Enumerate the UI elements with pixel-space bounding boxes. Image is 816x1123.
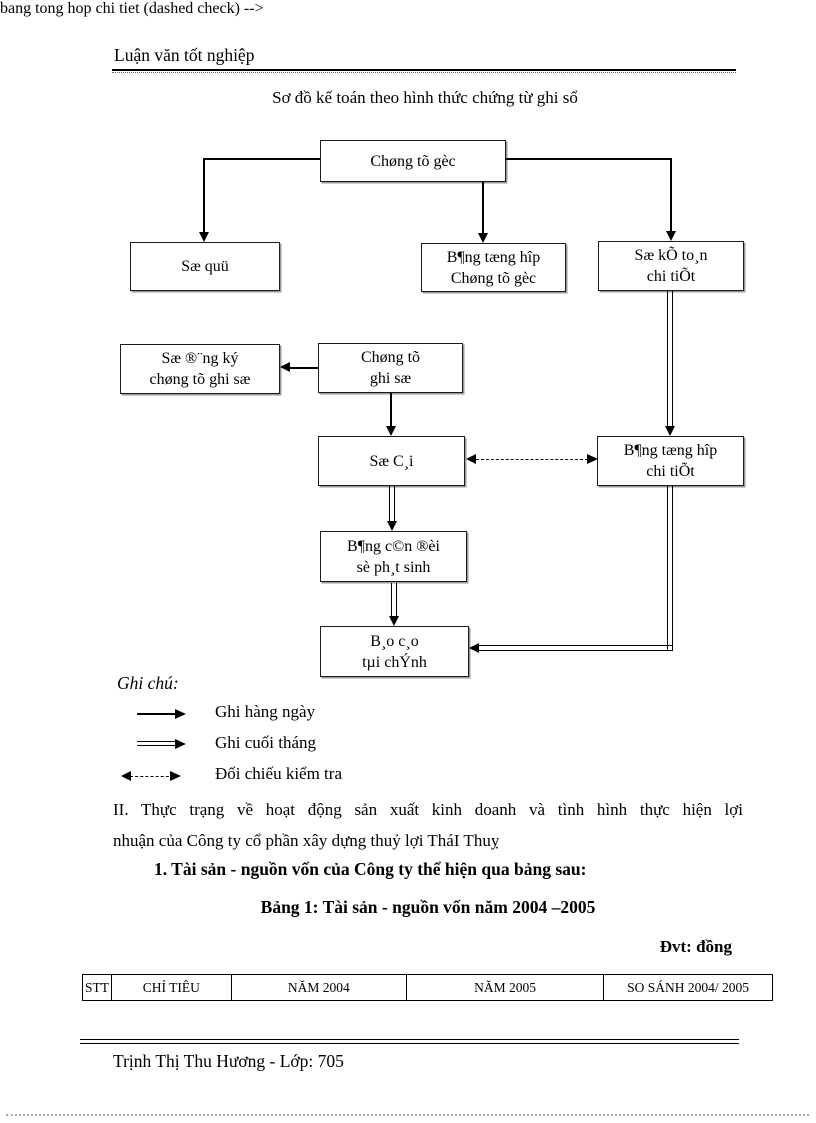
box-label: B¶ng tæng hîp <box>623 442 718 459</box>
table-header-cell-chi-tieu: CHỈ TIÊU <box>111 974 232 1001</box>
legend-item-daily: Ghi hàng ngày <box>215 702 316 721</box>
flowchart-box-bang-can-doi: B¶ng c©n ®èi sè ph¸t sinh <box>320 531 467 582</box>
legend-double-arrow-icon <box>137 741 177 746</box>
box-label: B¶ng c©n ®èi <box>347 537 440 555</box>
arrowhead-right-icon <box>170 771 181 781</box>
unit-note: Đvt: đồng <box>659 937 732 956</box>
arrowhead-right-icon <box>587 454 598 464</box>
box-label: Chøng tõ gèc <box>450 269 537 287</box>
box-label: Sæ kÕ to¸n <box>634 247 708 264</box>
flowchart-box-chung-tu-goc: Chøng tõ gèc <box>320 140 506 182</box>
legend-solid-arrow-icon <box>137 713 177 715</box>
box-label: B¸o c¸o <box>370 632 419 650</box>
table-header-cell-nam-2005: NĂM 2005 <box>406 974 605 1001</box>
arrowhead-down-icon <box>199 232 209 242</box>
arrowhead-down-icon <box>389 616 399 626</box>
flowchart-box-bang-tong-hop-chi-tiet: B¶ng tæng hîp chi tiÕt <box>597 436 744 486</box>
connector-socai-to-bangcandoi-double <box>389 486 395 522</box>
arrowhead-left-icon <box>280 362 290 372</box>
flowchart-box-so-dang-ky: Sæ ®¨ng ký chøng tõ ghi sæ <box>120 344 280 394</box>
legend-item-check: Đối chiếu kiểm tra <box>215 764 342 783</box>
assets-table: STT CHỈ TIÊU NĂM 2004 NĂM 2005 SO SÁNH 2… <box>81 974 773 1001</box>
header-rule <box>112 69 736 73</box>
box-label: Sæ C¸i <box>369 452 414 470</box>
connector-ctgs-to-sodangky <box>290 367 318 369</box>
connector-bangcandoi-to-baocao-double <box>391 583 397 617</box>
connector-ctgs-to-socai <box>390 393 392 427</box>
flowchart-box-chung-tu-ghi-so: Chøng tõ ghi sæ <box>318 343 463 393</box>
box-label: Sæ ®¨ng ký <box>161 350 239 367</box>
diagram-title: Sơ đồ kế toán theo hình thức chứng từ gh… <box>272 88 578 107</box>
page-header-text: Luận văn tốt nghiệp <box>114 45 255 65</box>
flowchart-box-so-ke-toan-chi-tiet: Sæ kÕ to¸n chi tiÕt <box>598 241 744 291</box>
connector-bthct-to-baocao-horizontal-double <box>479 645 673 651</box>
connector-top-to-soketoan-horizontal <box>506 158 672 160</box>
table-header-cell-nam-2004: NĂM 2004 <box>230 974 408 1001</box>
connector-top-to-soquy-horizontal <box>203 158 320 160</box>
box-label: ghi sæ <box>369 370 412 387</box>
arrowhead-left-icon <box>466 454 476 464</box>
section-heading: 1. Tài sản - nguồn vốn của Công ty thể h… <box>154 859 587 879</box>
box-label: chi tiÕt <box>646 463 695 480</box>
connector-top-to-bangtonghop-vertical <box>482 182 484 234</box>
arrowhead-down-icon <box>666 231 676 241</box>
arrowhead-down-icon <box>387 521 397 531</box>
connector-socai-bthct-dashed <box>476 459 588 460</box>
box-label: Chøng tõ <box>360 349 421 366</box>
paragraph-line: II. Thực trạng về hoạt động sản xuất kin… <box>113 800 743 819</box>
arrowhead-left-icon <box>469 643 479 653</box>
box-label: chi tiÕt <box>646 268 696 285</box>
arrowhead-down-icon <box>478 233 488 243</box>
arrowhead-right-icon <box>175 739 186 749</box>
flowchart-box-so-quy: Sæ quü <box>130 242 280 291</box>
legend-title: Ghi chú: <box>117 673 179 693</box>
flowchart-box-bao-cao: B¸o c¸o tµi chÝnh <box>320 626 469 677</box>
box-label: Sæ quü <box>181 258 229 275</box>
connector-bthct-to-baocao-vertical-double <box>667 486 673 651</box>
page-bottom-dotted-line <box>6 1114 809 1116</box>
connector-soketoan-to-bthct-double <box>667 291 673 427</box>
connector-top-to-soketoan-vertical <box>670 158 672 232</box>
flowchart-box-bang-tong-hop-chung-tu-goc: B¶ng tæng hîp Chøng tõ gèc <box>421 243 566 292</box>
page-footer-text: Trịnh Thị Thu Hương - Lớp: 705 <box>113 1051 344 1071</box>
paragraph-line: nhuận của Công ty cổ phần xây dựng thuỷ … <box>113 831 500 850</box>
table-header-cell-stt: STT <box>81 974 113 1001</box>
connector-top-to-soquy-vertical <box>203 158 205 233</box>
arrowhead-down-icon <box>665 426 675 436</box>
box-label: tµi chÝnh <box>362 653 427 671</box>
legend-dashed-arrow-icon <box>130 776 174 777</box>
box-label: B¶ng tæng hîp <box>446 248 541 266</box>
box-label: sè ph¸t sinh <box>356 558 431 576</box>
arrowhead-down-icon <box>386 426 396 436</box>
box-label: Chøng tõ gèc <box>370 152 456 170</box>
body-paragraph: II. Thực trạng về hoạt động sản xuất kin… <box>113 794 743 856</box>
legend-item-monthly: Ghi cuối tháng <box>215 733 317 752</box>
arrowhead-right-icon <box>175 709 186 719</box>
table-header-cell-so-sanh: SO SÁNH 2004/ 2005 <box>603 974 773 1001</box>
box-label: chøng tõ ghi sæ <box>149 371 251 388</box>
arrowhead-left-icon <box>121 771 131 781</box>
footer-rule <box>80 1039 739 1044</box>
flowchart-box-so-cai: Sæ C¸i <box>318 436 465 486</box>
table-header-row: STT CHỈ TIÊU NĂM 2004 NĂM 2005 SO SÁNH 2… <box>81 974 773 1001</box>
table-caption: Bảng 1: Tài sản - nguồn vốn năm 2004 –20… <box>260 897 596 917</box>
